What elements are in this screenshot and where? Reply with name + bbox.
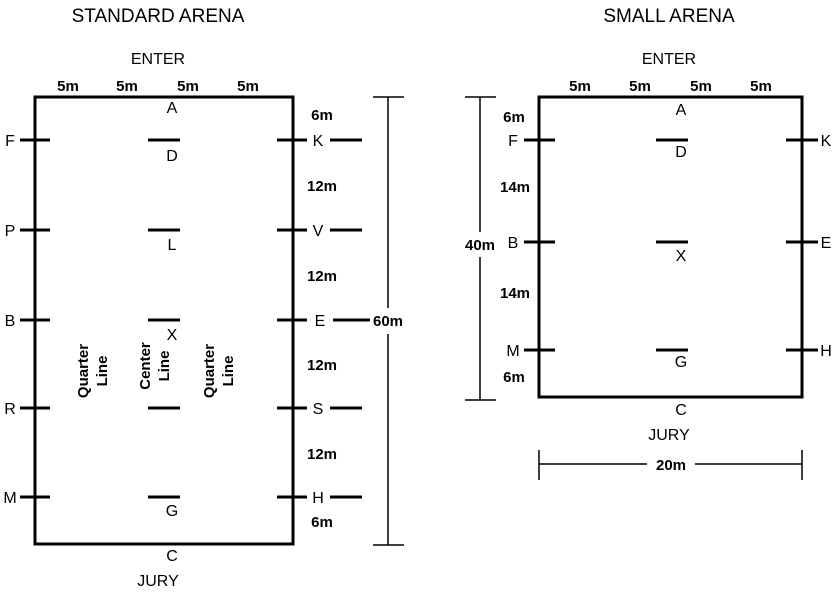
distance-label: 6m: [503, 109, 525, 126]
quarter-line-label: Quarter: [75, 344, 92, 398]
standard-width-label: 5m: [237, 78, 259, 95]
quarter-line-label: Line: [94, 356, 111, 387]
letter-marker: C: [675, 402, 687, 419]
small-length-label: 40m: [465, 237, 495, 254]
letter-marker: K: [313, 133, 324, 150]
standard-arena-title: STANDARD ARENA: [72, 6, 245, 27]
small-arena-title: SMALL ARENA: [603, 6, 735, 27]
quarter-line-label: Quarter: [201, 344, 218, 398]
quarter-line-label: Line: [220, 356, 237, 387]
standard-length-label: 60m: [373, 313, 403, 330]
letter-marker: V: [313, 223, 324, 240]
letter-marker: H: [820, 343, 832, 360]
distance-label: 12m: [307, 178, 337, 195]
letter-marker: P: [5, 223, 16, 240]
letter-marker: H: [312, 490, 324, 507]
standard-width-label: 5m: [116, 78, 138, 95]
distance-label: 6m: [311, 107, 333, 124]
letter-marker: F: [508, 133, 518, 150]
small-arena-boundary: [537, 95, 804, 399]
distance-label: 6m: [311, 514, 333, 531]
letter-marker: F: [5, 133, 15, 150]
letter-marker: B: [5, 313, 16, 330]
standard-width-label: 5m: [177, 78, 199, 95]
distance-label: 12m: [307, 446, 337, 463]
letter-marker: A: [167, 100, 178, 117]
standard-jury-label: JURY: [137, 573, 179, 590]
letter-marker: B: [508, 235, 519, 252]
letter-marker: L: [168, 237, 177, 254]
standard-width-label: 5m: [57, 78, 79, 95]
distance-label: 12m: [307, 268, 337, 285]
small-width-label-total: 20m: [656, 457, 686, 474]
distance-label: 14m: [500, 285, 530, 302]
small-width-label: 5m: [690, 78, 712, 95]
center-line-label: Line: [156, 351, 173, 382]
center-line-label: Center: [137, 342, 154, 390]
distance-label: 6m: [503, 369, 525, 386]
distance-label: 14m: [500, 179, 530, 196]
letter-marker: C: [166, 548, 178, 565]
letter-marker: G: [166, 503, 178, 520]
letter-marker: S: [313, 401, 324, 418]
letter-marker: D: [166, 148, 178, 165]
letter-marker: G: [675, 354, 687, 371]
letter-marker: A: [676, 102, 687, 119]
letter-marker: M: [506, 343, 519, 360]
letter-marker: K: [821, 133, 832, 150]
letter-marker: X: [676, 248, 687, 265]
letter-marker: E: [821, 235, 832, 252]
letter-marker: E: [315, 313, 326, 330]
letter-marker: R: [4, 401, 16, 418]
letter-marker: M: [3, 490, 16, 507]
letter-marker: D: [675, 144, 687, 161]
distance-label: 12m: [307, 357, 337, 374]
small-enter-label: ENTER: [642, 51, 696, 68]
standard-enter-label: ENTER: [131, 51, 185, 68]
small-jury-label: JURY: [648, 427, 690, 444]
small-width-label: 5m: [750, 78, 772, 95]
small-width-label: 5m: [629, 78, 651, 95]
letter-marker: X: [167, 327, 178, 344]
small-width-label: 5m: [569, 78, 591, 95]
